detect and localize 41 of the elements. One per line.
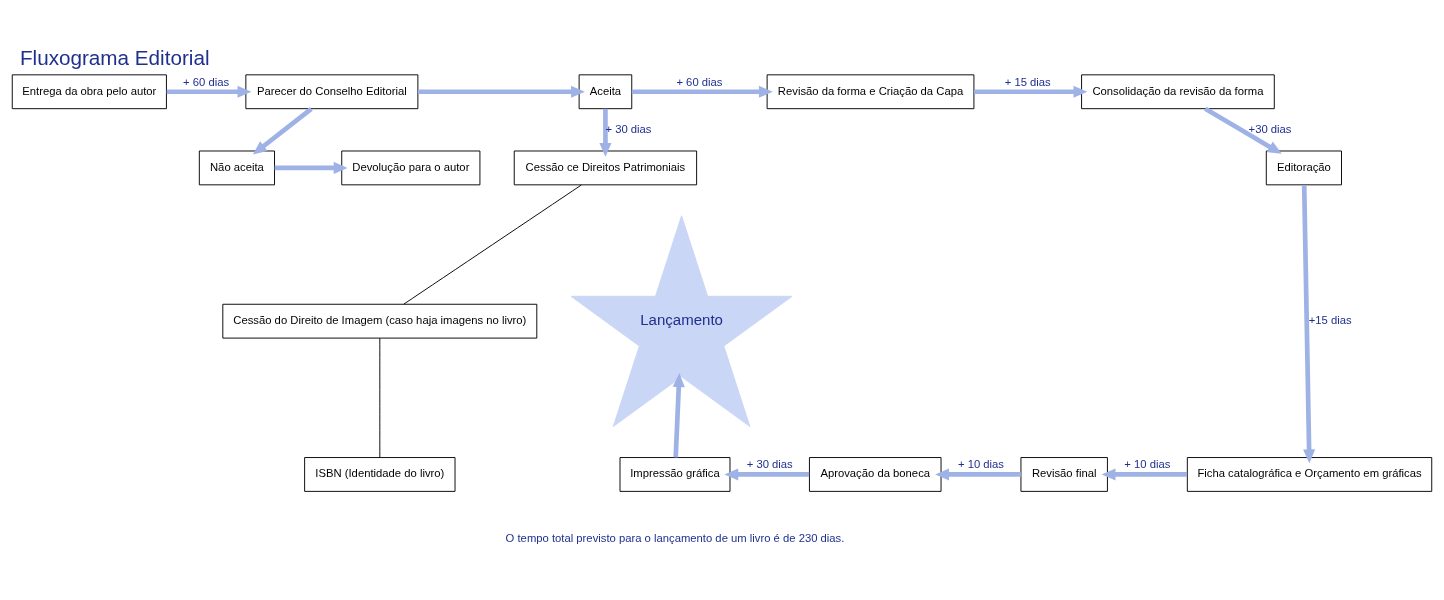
edge-label: +30 dias (1248, 122, 1292, 135)
arrow (672, 372, 685, 457)
node-box: Aprovação da boneca (808, 456, 942, 492)
arrow (166, 85, 252, 98)
arrow (1301, 184, 1316, 463)
node-box: Aceita (578, 73, 633, 109)
node-box: Entrega da obra pelo autor (11, 73, 167, 109)
node-box: Ficha catalográfica e Orçamento em gráficas (1186, 456, 1433, 492)
node-box: Cessão do Direito de Imagem (caso haja imagens no livro) (222, 303, 538, 339)
arrow (417, 85, 585, 98)
diagram-title: Fluxograma Editorial (19, 45, 210, 69)
connector (403, 184, 582, 305)
node-box: Revisão final (1020, 456, 1108, 492)
edge-label: + 15 dias (1004, 75, 1051, 88)
node-box: Editoração (1265, 150, 1342, 185)
arrow (724, 467, 810, 480)
node-box: Devolução para o autor (341, 150, 481, 185)
arrow (274, 161, 348, 174)
arrow (1204, 106, 1282, 154)
arrow (935, 467, 1021, 480)
node-box: Parecer do Conselho Editorial (245, 73, 419, 109)
edge-label: +15 dias (1308, 313, 1352, 326)
edge-label: + 60 dias (676, 75, 723, 88)
arrow (599, 108, 612, 157)
caption: O tempo total previsto para o lançamento de um livro é de 230 dias. (505, 531, 845, 544)
arrow (1101, 467, 1188, 480)
edge-label: + 30 dias (605, 122, 652, 135)
node-box: Impressão gráfica (619, 456, 731, 492)
arrow (631, 85, 773, 98)
edge-label: + 10 dias (957, 457, 1005, 470)
node-box: ISBN (Identidade do livro) (304, 456, 456, 492)
connector (379, 337, 381, 458)
node-box: Não aceita (198, 150, 275, 185)
node-box: Consolidação da revisão da forma (1081, 73, 1275, 109)
edge-label: + 60 dias (183, 75, 230, 88)
edge-label: + 10 dias (1124, 457, 1171, 470)
arrow (252, 106, 313, 154)
node-box: Revisão da forma e Criação da Capa (766, 73, 975, 109)
edge-label: + 30 dias (746, 457, 793, 470)
arrow (974, 85, 1088, 98)
node-box: Cessão ce Direitos Patrimoniais (513, 150, 698, 185)
